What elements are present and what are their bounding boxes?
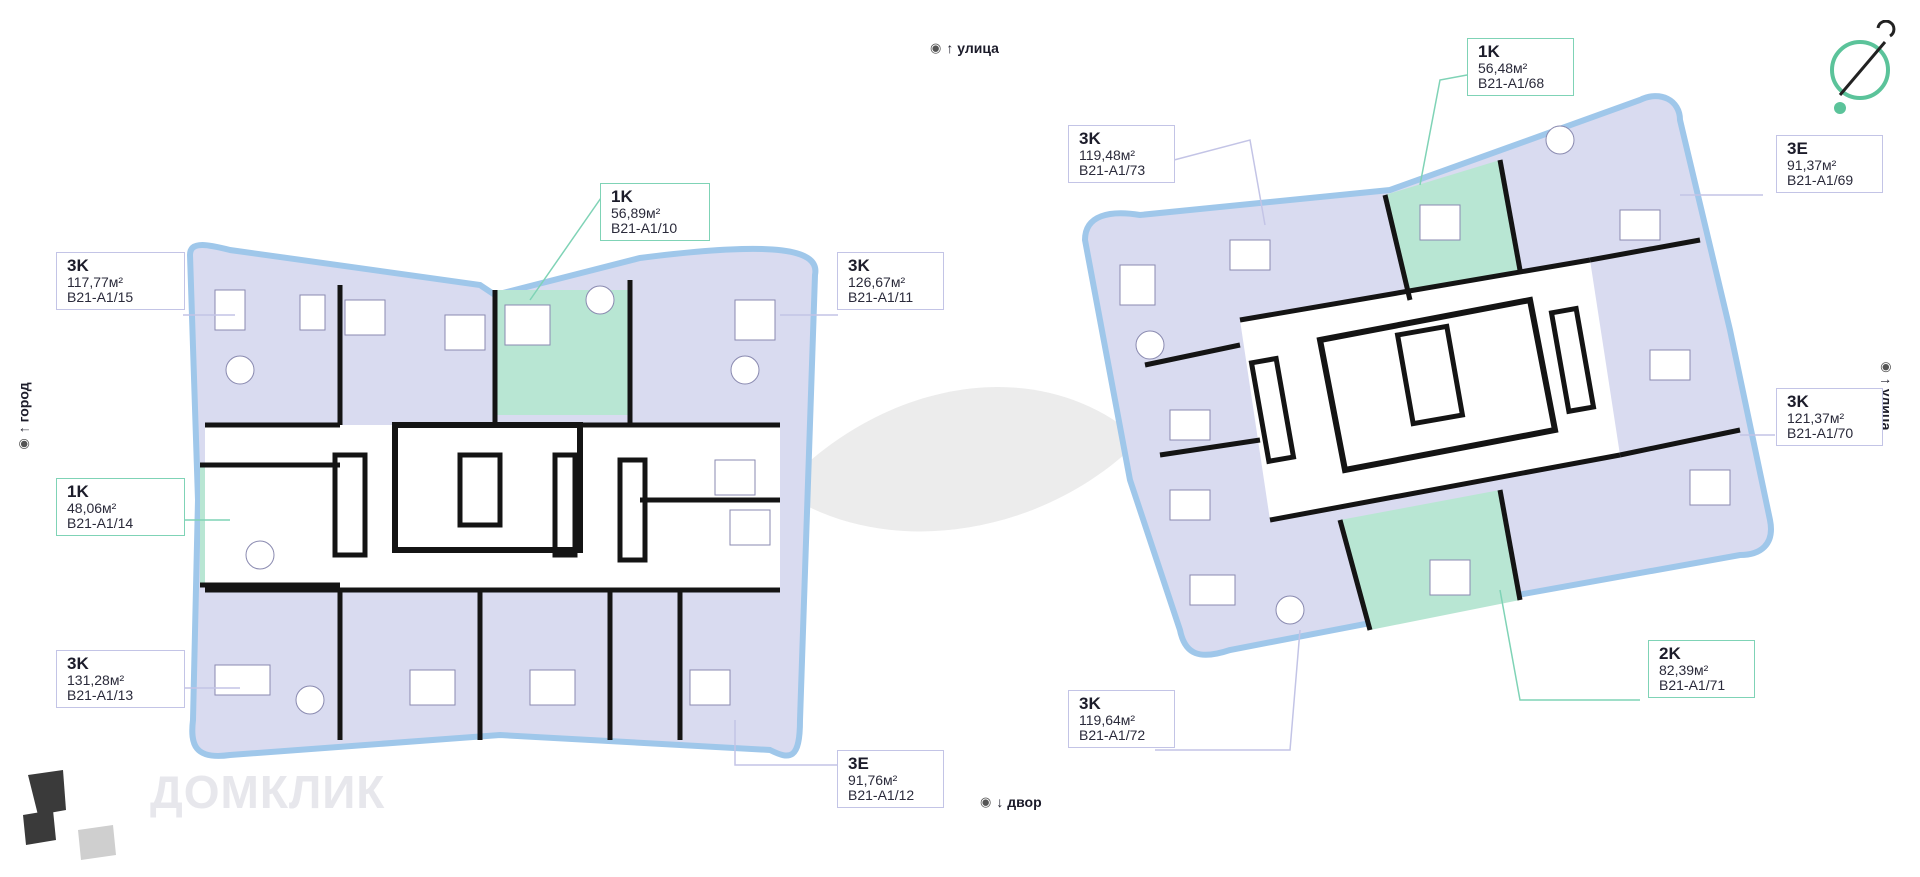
apartment-type: 3E xyxy=(848,754,869,773)
leader-a73 xyxy=(1154,139,1266,226)
right-core xyxy=(1316,296,1559,474)
right-core-stair xyxy=(1394,323,1466,427)
apartment-area: 56,89м² xyxy=(611,204,661,221)
eye-icon: ◉ xyxy=(930,40,942,55)
apartment-label-b21-a1-68[interactable]: 1K 56,48м² B21-A1/68 xyxy=(1467,38,1574,97)
apartment-area: 119,64м² xyxy=(1079,711,1136,728)
apartment-area: 91,76м² xyxy=(848,771,898,788)
leader-a12 xyxy=(734,720,838,766)
left-building xyxy=(186,242,819,759)
apartment-area: 121,37м² xyxy=(1787,409,1845,426)
right-core-shaft-2 xyxy=(1548,305,1597,415)
apartment-label-b21-a1-71[interactable]: 2K 82,39м² B21-A1/71 xyxy=(1648,640,1755,699)
apartment-area: 56,48м² xyxy=(1478,59,1528,76)
apartment-code: B21-A1/71 xyxy=(1659,676,1726,693)
apartment-type: 1K xyxy=(67,482,89,501)
compass-icon xyxy=(1830,20,1896,114)
leader-a72 xyxy=(1155,629,1301,751)
left-core-shaft-1 xyxy=(552,452,578,558)
watermark-text: ДОМКЛИК xyxy=(150,766,386,818)
apartment-label-b21-a1-10[interactable]: 1K 56,89м² B21-A1/10 xyxy=(600,183,710,242)
apartment-code: B21-A1/70 xyxy=(1787,424,1854,441)
apartment-code: B21-A1/15 xyxy=(67,288,134,305)
eye-icon: ◉ xyxy=(1879,361,1895,373)
apartment-code: B21-A1/69 xyxy=(1787,171,1854,188)
apartment-label-b21-a1-12[interactable]: 3E 91,76м² B21-A1/12 xyxy=(837,750,944,809)
direction-yard-bottom: ◉ ↓ двор xyxy=(980,794,1042,810)
apartment-area: 117,77м² xyxy=(67,273,124,290)
direction-city-left-label: ↑ город xyxy=(15,382,32,434)
eye-icon: ◉ xyxy=(980,794,992,809)
domclick-logo-icon xyxy=(23,770,116,860)
apartment-type: 1K xyxy=(611,187,633,206)
apartment-code: B21-A1/13 xyxy=(67,686,134,703)
apartment-type: 3K xyxy=(1079,694,1101,713)
apartment-type: 1K xyxy=(1478,42,1500,61)
left-corridor xyxy=(205,425,780,590)
apartment-area: 82,39м² xyxy=(1659,661,1709,678)
eye-icon: ◉ xyxy=(15,438,31,450)
apartment-area: 126,67м² xyxy=(848,273,906,290)
background-lens-shape xyxy=(780,387,1140,532)
leader-a68 xyxy=(1419,74,1468,186)
apartment-type: 2K xyxy=(1659,644,1681,663)
apartment-type: 3K xyxy=(848,256,870,275)
apartment-type: 3K xyxy=(1787,392,1809,411)
direction-street-top-label: ↑ улица xyxy=(946,40,999,56)
apartment-type: 3K xyxy=(67,654,89,673)
apartment-code: B21-A1/10 xyxy=(611,219,678,236)
apartment-area: 131,28м² xyxy=(67,671,125,688)
apartment-label-b21-a1-72[interactable]: 3K 119,64м² B21-A1/72 xyxy=(1068,690,1175,749)
left-core-shaft-3 xyxy=(332,452,368,558)
apartment-label-b21-a1-13[interactable]: 3K 131,28м² B21-A1/13 xyxy=(56,650,185,709)
apartment-label-b21-a1-11[interactable]: 3K 126,67м² B21-A1/11 xyxy=(837,252,944,311)
apartment-label-b21-a1-69[interactable]: 3E 91,37м² B21-A1/69 xyxy=(1776,135,1883,194)
left-core-stair xyxy=(457,452,503,528)
direction-city-left: ◉ ↑ город xyxy=(16,382,32,449)
apartment-code: B21-A1/12 xyxy=(848,786,915,803)
right-corridor xyxy=(1240,260,1620,520)
apartment-area: 91,37м² xyxy=(1787,156,1837,173)
apartment-label-b21-a1-15[interactable]: 3K 117,77м² B21-A1/15 xyxy=(56,252,185,311)
apartment-type: 3K xyxy=(67,256,89,275)
apartment-area: 48,06м² xyxy=(67,499,117,516)
apartment-code: B21-A1/11 xyxy=(848,288,914,305)
apartment-code: B21-A1/14 xyxy=(67,514,134,531)
apartment-type: 3E xyxy=(1787,139,1808,158)
direction-street-top: ◉ ↑ улица xyxy=(930,40,999,56)
right-building xyxy=(1081,93,1774,658)
right-core-shaft-1 xyxy=(1248,355,1297,465)
leader-a10 xyxy=(529,184,611,301)
apartment-label-b21-a1-70[interactable]: 3K 121,37м² B21-A1/70 xyxy=(1776,388,1883,447)
apartment-code: B21-A1/68 xyxy=(1478,74,1545,91)
apartment-code: B21-A1/73 xyxy=(1079,161,1146,178)
direction-yard-bottom-label: ↓ двор xyxy=(996,794,1042,810)
apartment-label-b21-a1-14[interactable]: 1K 48,06м² B21-A1/14 xyxy=(56,478,185,537)
apartment-area: 119,48м² xyxy=(1079,146,1136,163)
apartment-code: B21-A1/72 xyxy=(1079,726,1146,743)
apartment-type: 3K xyxy=(1079,129,1101,148)
leader-a71 xyxy=(1499,589,1640,701)
apartment-label-b21-a1-73[interactable]: 3K 119,48м² B21-A1/73 xyxy=(1068,125,1175,184)
left-core-shaft-2 xyxy=(617,457,648,563)
